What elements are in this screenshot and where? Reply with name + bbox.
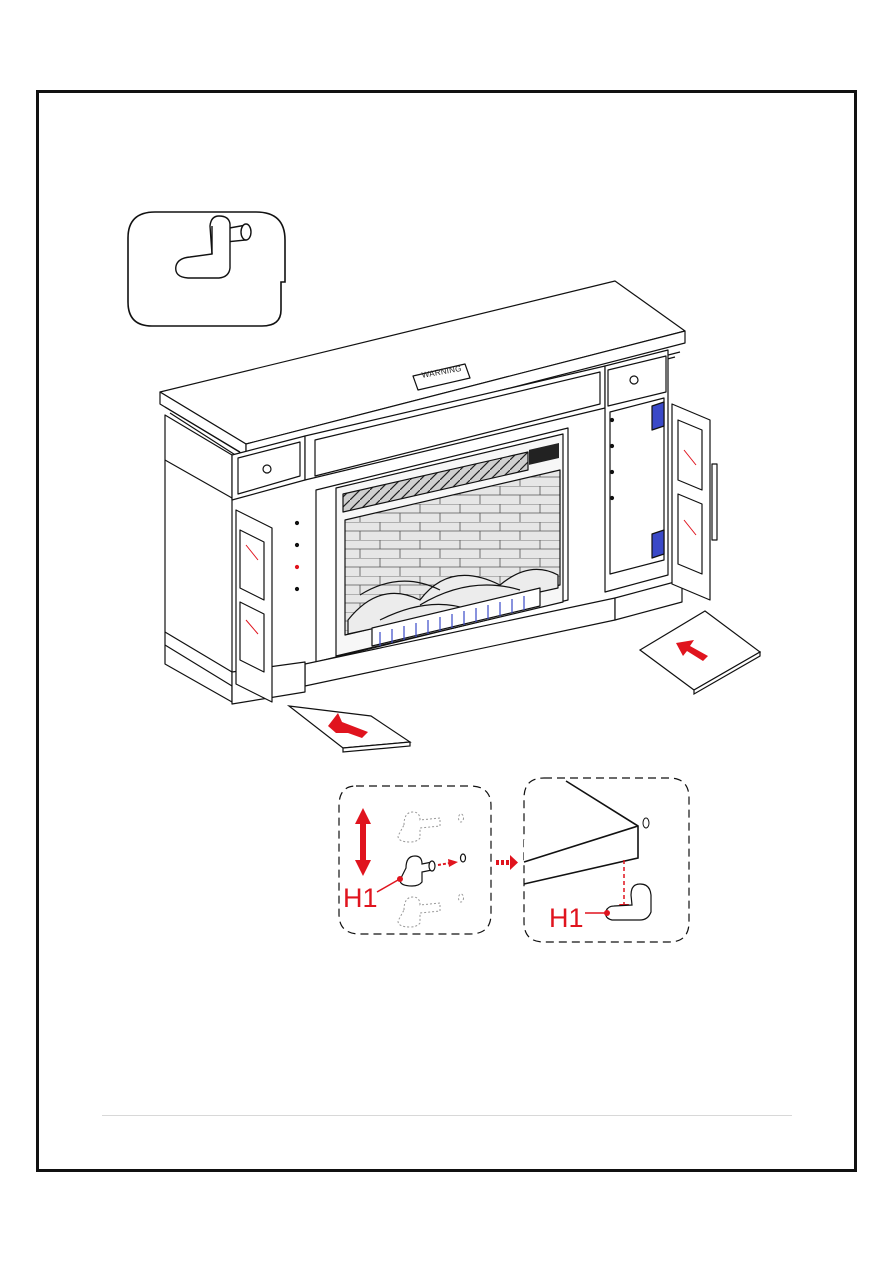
footer-divider xyxy=(102,1115,792,1116)
part-preview-box xyxy=(128,212,285,326)
left-shelf-panel xyxy=(289,706,410,752)
part-code-label-detail: H1 xyxy=(549,905,584,932)
right-shelf-panel xyxy=(640,611,760,694)
fireplace-cabinet xyxy=(160,281,717,704)
dashed-arrow-icon xyxy=(496,855,518,870)
part-code-label: H1 xyxy=(343,885,378,912)
